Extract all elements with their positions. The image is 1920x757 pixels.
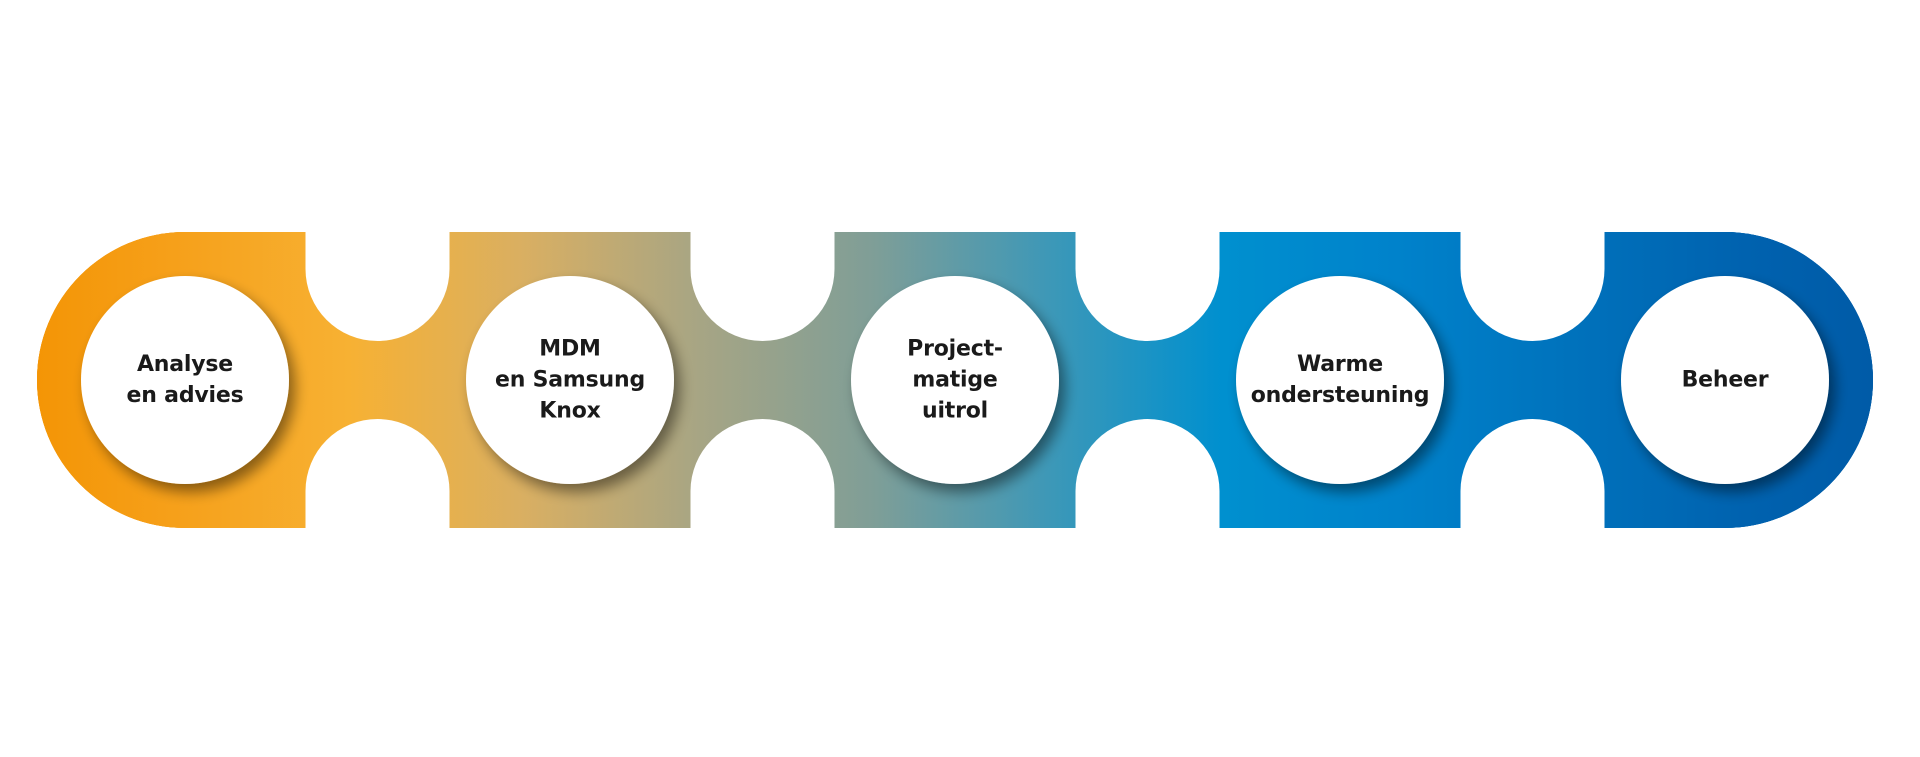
step-circle-3 bbox=[851, 276, 1059, 484]
step-circles bbox=[81, 276, 1829, 484]
step-circle-1 bbox=[81, 276, 289, 484]
step-circle-2 bbox=[466, 276, 674, 484]
step-circle-5 bbox=[1621, 276, 1829, 484]
step-circle-4 bbox=[1236, 276, 1444, 484]
